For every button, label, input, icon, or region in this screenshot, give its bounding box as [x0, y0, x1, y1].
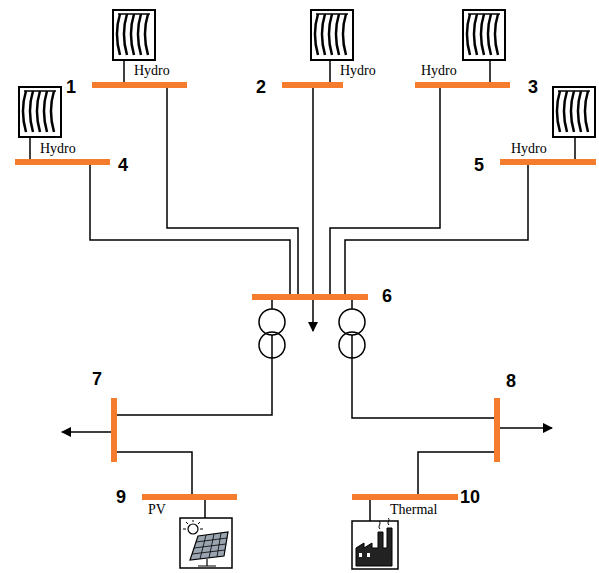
transformer-winding: [259, 309, 285, 335]
bus-number: 4: [118, 156, 128, 174]
bus-number: 5: [474, 156, 484, 174]
bus-number: 3: [528, 78, 538, 96]
sun-rays: [183, 520, 203, 529]
bus-bar: 9PV: [142, 494, 237, 500]
generator-stub: [574, 138, 576, 159]
generator-label: Thermal: [390, 503, 437, 517]
bus-number: 2: [256, 78, 266, 96]
generator-label: Hydro: [134, 64, 170, 78]
sun-symbol: [188, 524, 198, 534]
bus-bar: 6: [252, 294, 368, 300]
hydro-generator: [113, 10, 155, 60]
bus-bar: 4Hydro: [15, 159, 110, 165]
bus-bar: 3Hydro: [415, 82, 510, 88]
generator-stub: [29, 138, 31, 159]
line-connector: [90, 165, 290, 294]
pv-stand: [198, 559, 216, 566]
transformer-winding: [259, 332, 285, 358]
generator-label: Hydro: [340, 64, 376, 78]
load-arrow: [500, 427, 552, 429]
generator-stub: [204, 500, 206, 518]
pv-icon: [180, 518, 232, 568]
bus-bar: 8: [494, 398, 500, 462]
factory-symbol: [356, 528, 392, 566]
bus-bar: 1Hydro: [92, 82, 187, 88]
generator-stub: [369, 500, 371, 521]
generator-stub: [123, 61, 125, 82]
hydro-generator: [19, 87, 61, 137]
bus-bar: 5Hydro: [500, 159, 596, 165]
bus-number: 9: [116, 488, 126, 506]
generator-label: Hydro: [421, 64, 457, 78]
load-arrow: [62, 431, 111, 433]
thermal-icon: [352, 521, 398, 569]
bus-bar: 2Hydro: [282, 82, 343, 88]
factory-window: [367, 553, 370, 557]
hydro-generator: [463, 10, 505, 60]
hydro-generator: [311, 10, 353, 60]
bus-bar: 10Thermal: [352, 494, 458, 500]
line-connector: [330, 88, 440, 294]
bus-number: 10: [460, 488, 480, 506]
line-connector: [117, 452, 192, 494]
generator-label: Hydro: [511, 142, 547, 156]
generator-label: PV: [148, 503, 166, 517]
pv-grid: [192, 533, 227, 559]
transformer-winding: [339, 309, 365, 335]
line-connector: [312, 88, 314, 294]
bus-number: 8: [506, 372, 516, 390]
generator-stub: [329, 61, 331, 82]
pv-panel: [190, 532, 228, 560]
transformer-winding: [339, 332, 365, 358]
line-connector: [167, 88, 298, 294]
line-connector: [352, 300, 494, 418]
factory-window: [359, 553, 362, 557]
generator-label: Hydro: [40, 142, 76, 156]
generator-stub: [489, 61, 491, 82]
line-connector: [418, 452, 494, 494]
line-connector: [345, 165, 528, 294]
bus-bar: 7: [111, 398, 117, 462]
hydro-generator: [553, 87, 595, 137]
smoke: [379, 518, 389, 529]
bus-number: 7: [92, 370, 102, 388]
line-connector: [117, 300, 272, 415]
load-arrow: [312, 300, 314, 331]
bus-number: 1: [66, 78, 76, 96]
bus-number: 6: [382, 287, 392, 305]
